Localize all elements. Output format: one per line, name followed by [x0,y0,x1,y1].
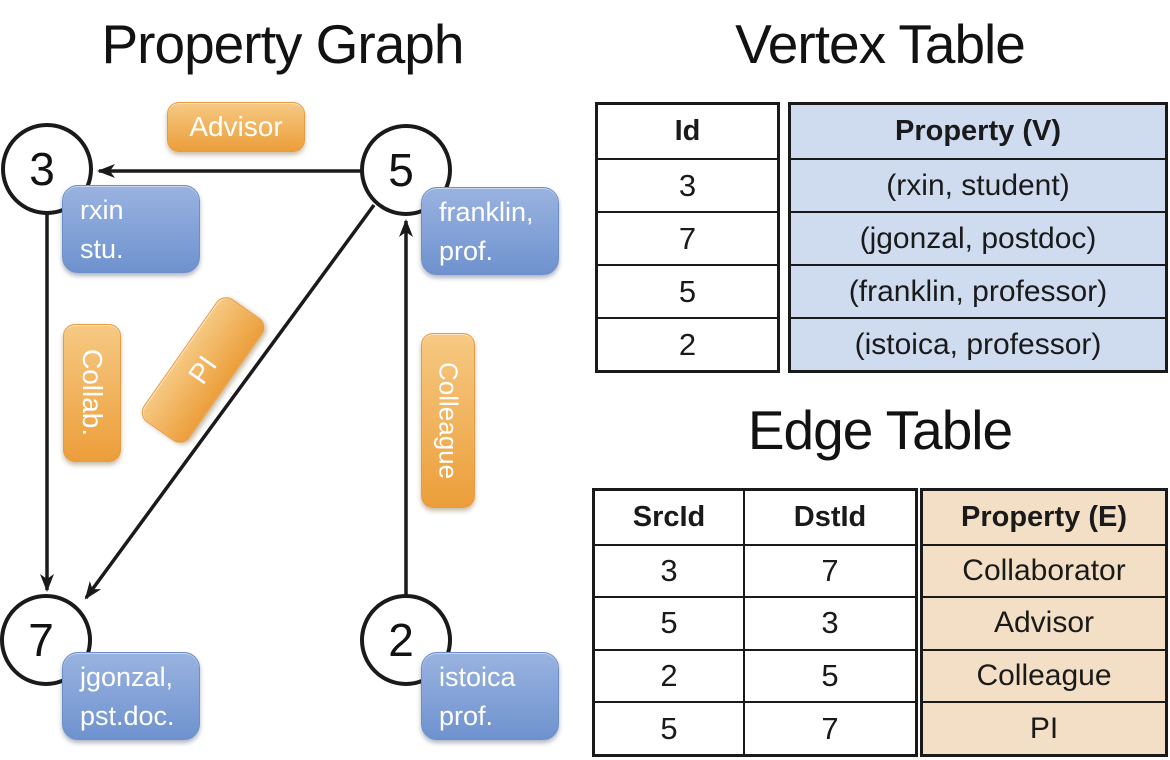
edge-table-dstid-header: DstId [743,491,915,544]
edge-label-text: PI [182,349,223,390]
vertex-id-2: 2 [388,614,414,666]
edge-label-text: Colleague [433,361,464,480]
vertex-id-7: 7 [28,614,54,666]
edge-table-srcid-cell: 5 [595,701,743,754]
vertex-table-id-cell: 3 [598,158,777,211]
vertex-property-line: jgonzal, [80,662,174,692]
vertex-property-line: stu. [80,234,124,264]
edge-table-dstid-cell: 7 [743,543,915,597]
vertex-id-3: 3 [29,143,55,195]
edge-table-property-cell: Collaborator [923,543,1165,597]
edge-table-dstid-cell: 5 [743,648,915,702]
vertex-property-line: rxin [80,195,124,225]
edge-label-collab: Collab. [63,324,121,462]
vertex-table-title: Vertex Table [735,13,1026,75]
vertex-table-property-header: Property (V) [791,105,1165,158]
edge-table-srcid-header: SrcId [632,500,706,533]
vertex-property-line: pst.doc. [80,701,175,731]
edge-table-dstid-cell: 7 [743,701,915,754]
property-graph-title: Property Graph [101,13,464,75]
edge-table-dstid-cell: 3 [743,596,915,649]
vertex-property-line: istoica [439,662,516,692]
vertex-table-id-column: Id 3 7 5 2 [595,102,780,373]
vertex-property-line: prof. [439,236,494,266]
vertex-id-5: 5 [388,144,414,196]
edge-table-property-column: Property (E) Collaborator Advisor Collea… [920,488,1168,757]
vertex-table-property-cell: (franklin, professor) [791,264,1165,317]
edge-table-property-cell: Colleague [923,648,1165,702]
vertex-property-line: franklin, [439,197,534,227]
edge-table-property-cell: Advisor [923,596,1165,649]
vertex-table-property-column: Property (V) (rxin, student) (jgonzal, p… [788,102,1168,373]
vertex-table-id-header: Id [674,115,701,147]
vertex-property-box-istoica: istoica prof. [421,652,559,740]
vertex-property-box-rxin: rxin stu. [62,185,200,273]
edge-table-id-columns: SrcId DstId 3 7 5 3 2 5 5 7 [592,488,918,757]
edge-label-text: Advisor [189,111,283,142]
vertex-property-box-jgonzal: jgonzal, pst.doc. [62,652,200,740]
vertex-table-property-cell: (jgonzal, postdoc) [791,211,1165,264]
edge-table-property-header: Property (E) [923,491,1165,544]
edge-label-colleague: Colleague [421,333,475,508]
edge-label-text: Collab. [77,349,108,437]
edge-table-property-cell: PI [923,701,1165,754]
edge-table-srcid-cell: 3 [595,543,743,597]
edge-table-srcid-cell: 2 [595,648,743,702]
vertex-table-id-cell: 7 [598,211,777,264]
vertex-property-box-franklin: franklin, prof. [421,187,559,275]
vertex-table-property-cell: (rxin, student) [791,158,1165,211]
vertex-property-line: prof. [439,701,494,731]
vertex-table-id-cell: 2 [598,317,777,370]
vertex-table-id-cell: 5 [598,264,777,317]
edge-5-to-7-arrow [84,203,376,600]
vertex-table-property-cell: (istoica, professor) [791,317,1165,370]
edge-table-srcid-cell: 5 [595,596,743,649]
edge-label-advisor: Advisor [167,102,305,152]
edge-table-title: Edge Table [747,399,1013,461]
